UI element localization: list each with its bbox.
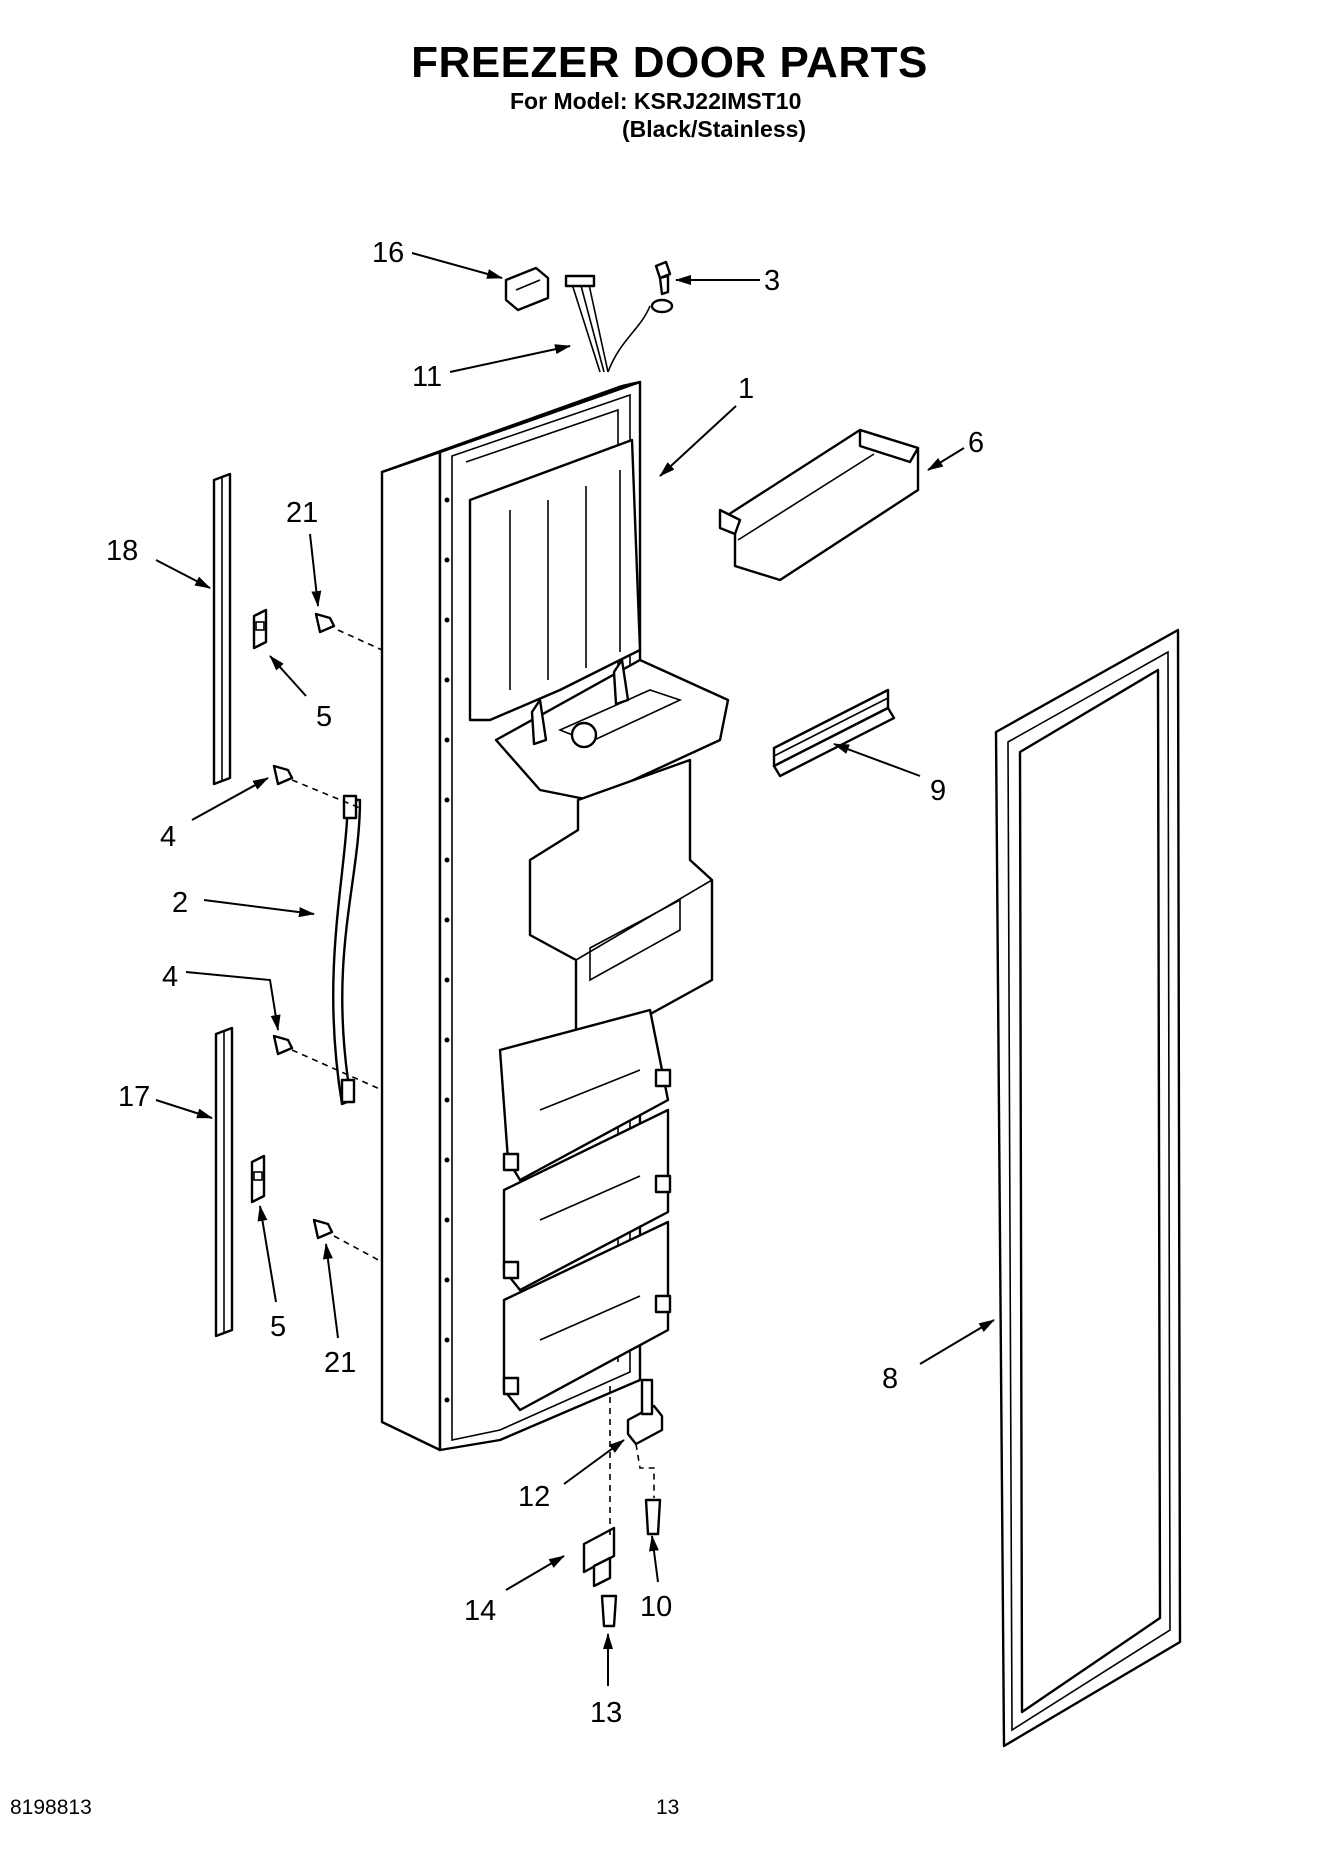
model-finish: (Black/Stainless) — [622, 116, 807, 142]
screw-part-3 — [654, 260, 672, 296]
callout-4-lower: 4 — [162, 961, 178, 993]
model-number: For Model: KSRJ22IMST10 — [510, 88, 802, 114]
door-handle-part — [332, 794, 362, 1106]
door-trim-strip-part — [212, 472, 232, 786]
callout-16: 16 — [372, 237, 404, 269]
trim-clip-lower-part — [250, 1154, 266, 1204]
door-trim-strip-lower-part — [214, 1026, 234, 1338]
callout-3: 3 — [764, 265, 780, 297]
callout-12: 12 — [518, 1481, 550, 1513]
callout-1: 1 — [738, 373, 754, 405]
callout-8: 8 — [882, 1363, 898, 1395]
callout-21-upper: 21 — [286, 497, 318, 529]
hinge-hardware-parts — [582, 1378, 664, 1628]
callout-5-lower: 5 — [270, 1311, 286, 1343]
callout-9: 9 — [930, 775, 946, 807]
document-number: 8198813 — [10, 1796, 92, 1819]
door-gasket-part — [994, 628, 1182, 1748]
callout-10: 10 — [640, 1591, 672, 1623]
page-title: FREEZER DOOR PARTS — [411, 38, 928, 87]
callout-2: 2 — [172, 887, 188, 919]
callout-4-upper: 4 — [160, 821, 176, 853]
callout-14: 14 — [464, 1595, 496, 1627]
freezer-door-assembly — [380, 380, 730, 1452]
door-bin-part — [718, 428, 920, 582]
page-number: 13 — [656, 1796, 680, 1819]
trim-clip-upper-part — [252, 608, 268, 650]
callout-5-upper: 5 — [316, 701, 332, 733]
callout-13: 13 — [590, 1697, 622, 1729]
callout-11: 11 — [412, 361, 442, 393]
wire-harness-part — [564, 274, 674, 373]
door-rail-part — [772, 688, 896, 778]
callout-17: 17 — [118, 1081, 150, 1113]
callout-6: 6 — [968, 427, 984, 459]
callout-18: 18 — [106, 535, 138, 567]
wire-connector-part — [504, 266, 550, 312]
callout-21-lower: 21 — [324, 1347, 356, 1379]
screws-parts-21-4 — [272, 612, 336, 1240]
